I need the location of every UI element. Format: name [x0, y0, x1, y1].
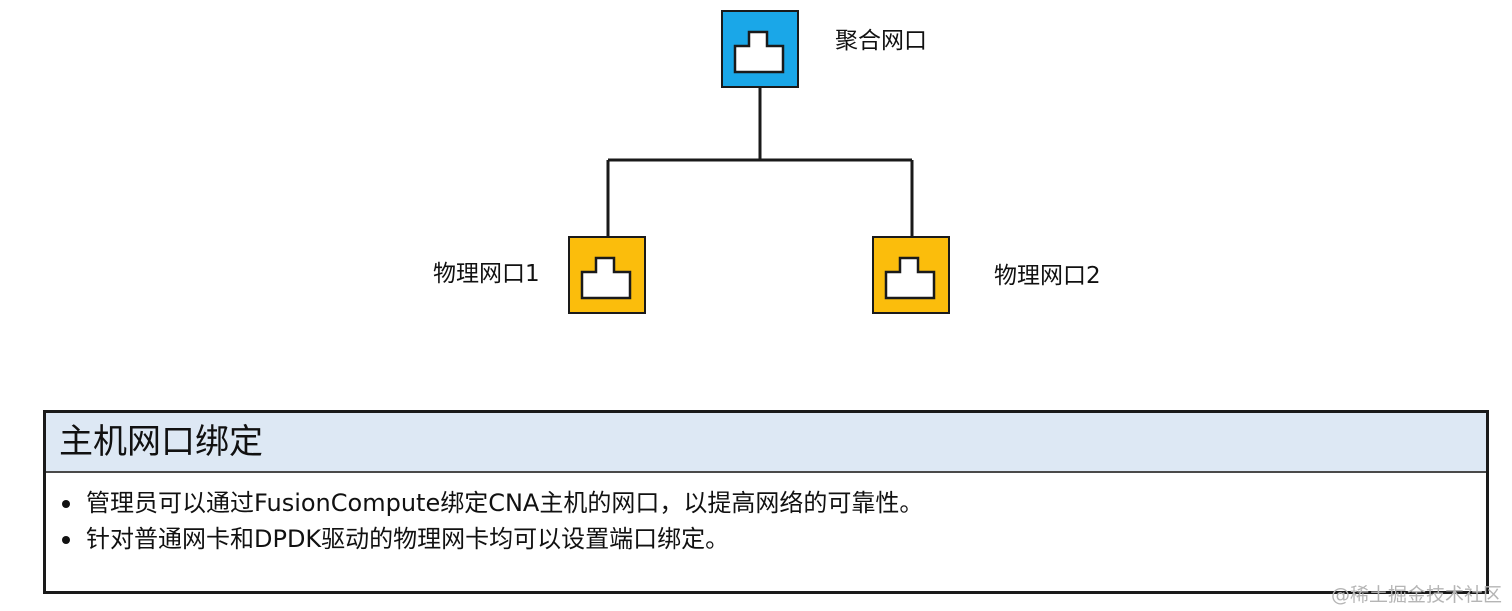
info-list: 管理员可以通过FusionCompute绑定CNA主机的网口，以提高网络的可靠性… [46, 473, 1486, 557]
physical-port-1-label: 物理网口1 [433, 261, 540, 287]
physical-port-1-icon [568, 236, 646, 314]
list-item: 管理员可以通过FusionCompute绑定CNA主机的网口，以提高网络的可靠性… [60, 485, 1486, 521]
aggregate-port-icon [721, 10, 799, 88]
info-box: 主机网口绑定 管理员可以通过FusionCompute绑定CNA主机的网口，以提… [43, 410, 1489, 594]
list-item: 针对普通网卡和DPDK驱动的物理网卡均可以设置端口绑定。 [60, 521, 1486, 557]
connector-lines [606, 88, 914, 236]
list-item-text: 管理员可以通过FusionCompute绑定CNA主机的网口，以提高网络的可靠性… [86, 489, 924, 517]
info-box-title: 主机网口绑定 [46, 413, 1486, 473]
bullet-icon [62, 500, 70, 508]
bullet-icon [62, 536, 70, 544]
physical-port-2-icon [872, 236, 950, 314]
physical-port-2-label: 物理网口2 [994, 263, 1101, 289]
watermark: @稀土掘金技术社区 [1330, 584, 1502, 606]
port-bonding-diagram: 聚合网口 物理网口1 物理网口2 [433, 10, 1101, 314]
list-item-text: 针对普通网卡和DPDK驱动的物理网卡均可以设置端口绑定。 [86, 525, 730, 553]
aggregate-port-label: 聚合网口 [835, 28, 927, 54]
